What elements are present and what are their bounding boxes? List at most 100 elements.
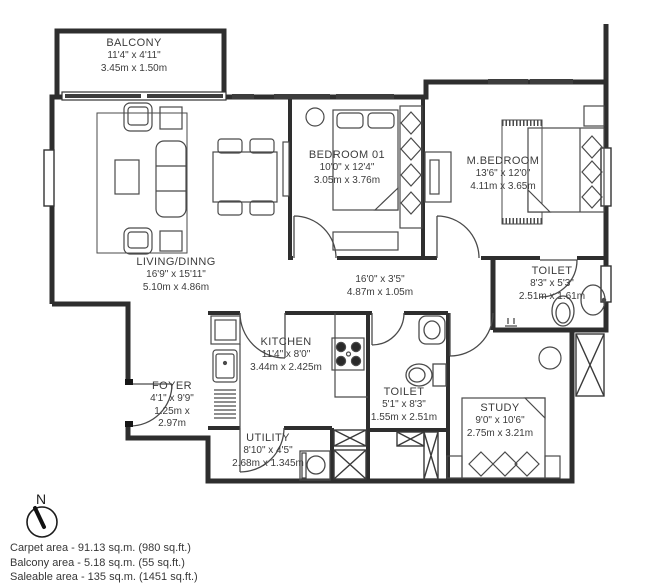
washing-machine [299,450,331,481]
room-label-bedroom01: BEDROOM 01 10'0" x 12'4" 3.05m x 3.76m [309,149,385,187]
service-shafts [333,333,605,480]
washing-machine-drum [306,455,326,475]
balcony-slider-frame [61,91,227,101]
ceiling-fan-icon [305,107,325,127]
exterior-walls [49,24,609,484]
side-table [159,106,183,130]
round-table [538,346,562,370]
room-dim-m: 1.55m x 2.51m [370,411,438,423]
dresser [424,151,452,203]
cushion-diamond [492,451,518,477]
shaft-box [333,429,367,447]
outer-top-right-walls [49,79,609,333]
living-side-window [43,149,55,207]
dining-furniture [212,138,278,216]
room-label-study: STUDY 9'0" x 10'6" 2.75m x 3.21m [467,402,533,440]
mbedroom-window-bar [530,79,573,84]
room-name: LIVING/DINNG [136,256,216,268]
study-furniture [446,346,562,479]
utility-fixtures [299,450,331,481]
hob-center-knob [345,351,352,357]
room-name: STUDY [480,402,520,414]
room-dim-m: 1.25m x 2.97m [154,405,190,430]
pillow-diamond [581,160,603,184]
room-dim-ft: 13'6" x 12'0" [475,168,531,179]
side-table [446,455,463,479]
shaft-cross [423,431,439,480]
room-label-utility: UTILITY 8'10" x 4'5" 2.68m x 1.345m [232,432,304,470]
room-label-toilet-common: TOILET 5'1" x 8'3" 1.55m x 2.51m [371,386,437,424]
armchair-cushion [127,231,149,249]
room-dim-ft: 4'1" x 9'9" [150,393,194,404]
blanket-fold [523,397,546,420]
bottom-walls [125,330,575,484]
sofa-cushion-lines [156,165,186,192]
mbedroom-window-bar [488,79,528,84]
kitchen-fixtures [210,313,368,428]
sink-basin [215,353,235,379]
utility-door [239,427,285,473]
room-dim-ft: 9'0" x 10'6" [475,415,525,426]
shaft-cross [396,431,425,447]
duct-cross [575,333,605,397]
pillow-diamond [581,185,603,209]
dining-chair [249,138,275,154]
room-label-balcony: BALCONY 11'4" x 4'11" 3.45m x 1.50m [101,37,167,75]
sofa-three-seat [155,140,187,218]
dining-table [212,151,278,203]
pillow [336,112,364,129]
hob-counter-edge [334,313,368,398]
toilet-master-door [539,259,578,298]
bench [332,231,399,251]
kitchen-sink [212,349,238,383]
hob [331,337,365,371]
wc-icon [405,363,433,387]
north-compass-icon: N [26,491,58,538]
wardrobe-diamond [400,191,422,215]
hob-burner [335,355,347,367]
room-dim-ft: 5'1" x 8'3" [382,399,426,410]
room-dim-ft: 11'4" x 4'11" [107,50,161,61]
room-label-mbedroom: M.BEDROOM 13'6" x 12'0" 4.11m x 3.65m [467,155,540,193]
shaft-box [423,431,439,480]
living-bedroom01-wall [288,97,293,260]
room-dim-m: 5.10m x 4.86m [142,281,210,293]
hob-burner [350,355,362,367]
washbasin-icon [418,315,446,345]
wc-bowl-inner [555,302,571,324]
balcony-slider-panel [65,94,141,98]
room-name: UTILITY [246,432,290,444]
bedroom01-door [293,215,337,259]
fridge-inner [214,319,237,341]
door-swings [125,215,578,473]
mbedroom-furniture [424,105,605,225]
tv-unit [282,141,290,197]
room-label-passage: 16'0" x 3'5" 4.87m x 1.05m [347,274,413,299]
armchair-cushion [127,106,149,126]
side-table [583,105,605,127]
compass-north-label: N [36,491,46,507]
dining-chair [217,200,243,216]
room-name: BALCONY [106,37,162,49]
shaft-box [333,449,367,480]
basin-inner [423,320,441,340]
bedroom01-window-bar [336,94,394,99]
pillow [367,112,395,129]
wc-bowl-inner [408,367,426,383]
balcony-slider-panel [147,94,223,98]
wardrobe [399,105,423,229]
cushion-diamond [468,451,494,477]
wardrobe-diamond [400,163,422,187]
mbedroom-door [436,215,480,259]
rug [501,119,543,225]
room-dim-m: 2.51m x 1.61m [518,290,586,302]
room-dim-ft: 8'10" x 4'5" [243,445,293,456]
dresser-mirror [429,159,440,195]
room-name: BEDROOM 01 [308,149,386,161]
counter-ribs [214,389,236,419]
bedroom01-furniture [305,105,423,251]
entrance-door-jamb [125,379,133,385]
living-furniture [96,102,290,255]
